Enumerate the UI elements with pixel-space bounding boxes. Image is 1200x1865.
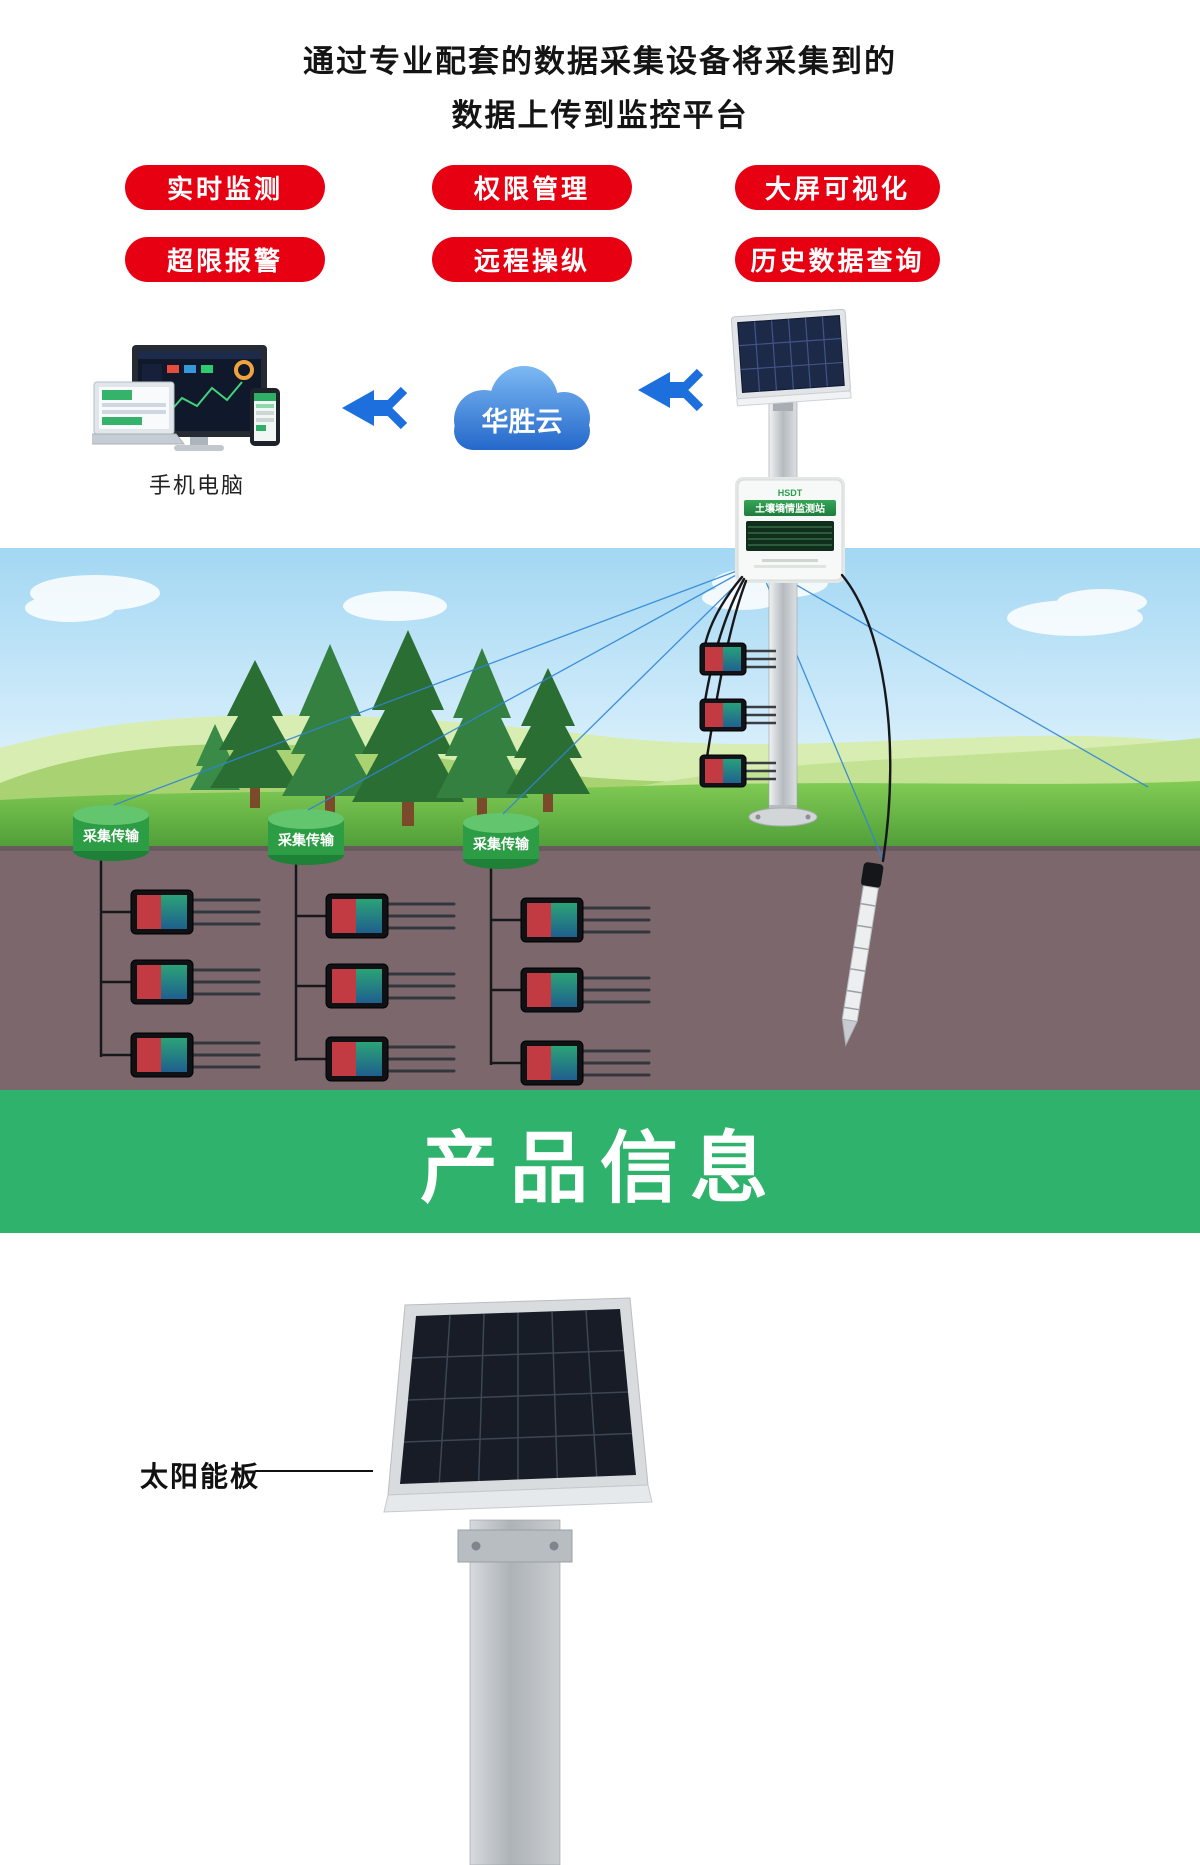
devices-cluster — [92, 345, 280, 451]
monitoring-station: HSDT 土壤墒情监测站 — [699, 308, 892, 1047]
underground-network: 采集传输 — [73, 805, 651, 1086]
left-arrow-icon — [638, 368, 704, 412]
laptop-icon — [92, 381, 186, 445]
soil-top-edge — [0, 846, 1200, 851]
data-links-overlay — [113, 368, 1149, 863]
soil-sensor — [325, 893, 456, 939]
soil-sensor — [520, 967, 651, 1013]
feature-pill-permission: 权限管理 — [432, 165, 632, 210]
collector-cylinder: 采集传输 — [463, 813, 539, 869]
pine-tree — [506, 668, 590, 812]
soil-sensor — [130, 959, 261, 1005]
station-brand: HSDT — [778, 488, 803, 498]
product-pole — [469, 1519, 561, 1865]
soil-layer — [0, 846, 1200, 1090]
sensor-cables — [703, 573, 892, 863]
soil-sensor — [520, 897, 651, 943]
headline-line1: 通过专业配套的数据采集设备将采集到的 — [303, 44, 897, 79]
tubular-probe — [841, 862, 884, 1047]
pole-soil-sensor — [699, 698, 776, 732]
station-base — [748, 805, 818, 827]
station-label: 土壤墒情监测站 — [755, 502, 825, 515]
collector-label: 采集传输 — [277, 832, 335, 848]
cloud-platform: 华胜云 — [454, 366, 590, 450]
soil-sensor — [325, 1036, 456, 1082]
collector-label: 采集传输 — [82, 828, 140, 844]
feature-pill-remote: 远程操纵 — [432, 237, 632, 282]
feature-pill-history: 历史数据查询 — [735, 237, 940, 282]
headline-line2: 数据上传到监控平台 — [451, 98, 749, 133]
banner-title: 产品信息 — [419, 1123, 780, 1212]
soil-sensor — [130, 889, 261, 935]
product-solar-panel — [383, 1297, 653, 1513]
station-pole — [768, 399, 798, 813]
devices-label: 手机电脑 — [148, 473, 245, 498]
label-pointer-line — [255, 1470, 373, 1472]
soil-sensor — [130, 1032, 261, 1078]
phone-icon — [250, 388, 280, 446]
cloud-icon — [454, 366, 590, 450]
collector-label: 采集传输 — [472, 836, 530, 852]
clouds — [25, 567, 1147, 636]
soil-sensor — [520, 1040, 651, 1086]
solar-panel-label: 太阳能板 — [140, 1461, 261, 1492]
pine-tree — [282, 644, 378, 818]
collector-cylinder: 采集传输 — [268, 809, 344, 865]
control-box: HSDT 土壤墒情监测站 — [735, 477, 845, 583]
pine-tree — [436, 648, 528, 820]
radio-link-lines — [113, 562, 1149, 863]
solar-panel — [730, 308, 852, 407]
collector-cylinder: 采集传输 — [73, 805, 149, 861]
pole-soil-sensor — [699, 754, 776, 788]
soil-sensor — [325, 963, 456, 1009]
feature-pill-realtime: 实时监测 — [125, 165, 325, 210]
product-info-banner: 产品信息 — [0, 1090, 1200, 1233]
cloud-label: 华胜云 — [482, 406, 563, 437]
solar-panel-photo — [383, 1297, 653, 1865]
pole-soil-sensor — [699, 642, 776, 676]
feature-pill-alarm: 超限报警 — [125, 237, 325, 282]
pole-clamp — [457, 1529, 573, 1563]
collector-group-1: 采集传输 — [73, 805, 261, 1078]
pine-tree — [352, 630, 464, 826]
feature-pill-bigscreen: 大屏可视化 — [735, 165, 940, 210]
left-arrow-icon — [342, 386, 408, 430]
collector-group-2: 采集传输 — [268, 809, 456, 1082]
collector-group-3: 采集传输 — [463, 813, 651, 1086]
